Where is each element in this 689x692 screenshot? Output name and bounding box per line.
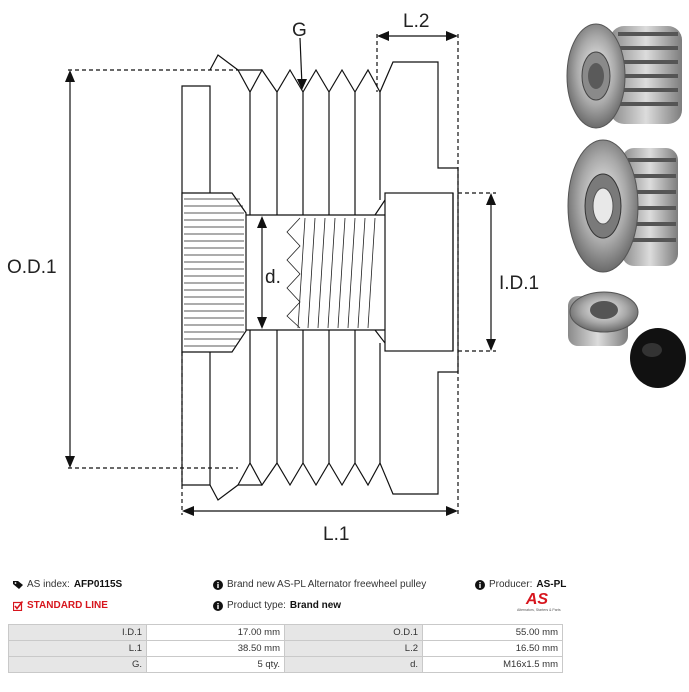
label-d: d. (265, 267, 281, 288)
spec-value: 5 qty. (146, 656, 285, 673)
spec-value: M16x1.5 mm (422, 656, 563, 673)
product-type-label: Product type: (227, 600, 286, 611)
spec-value: 55.00 mm (422, 624, 563, 641)
spec-value: 17.00 mm (146, 624, 285, 641)
producer-value: AS-PL (536, 579, 567, 590)
checkbox-check-icon (13, 600, 23, 611)
info-icon (475, 579, 485, 590)
spec-value: 38.50 mm (146, 640, 285, 657)
as-pl-logo: AS Alternators, Starters & Parts (517, 591, 561, 613)
product-type: Product type: Brand new (213, 600, 341, 611)
as-index-label: AS index: (27, 579, 70, 590)
label-od1: O.D.1 (7, 257, 57, 278)
label-l2: L.2 (403, 11, 429, 32)
table-row: I.D.1 17.00 mm O.D.1 55.00 mm (8, 624, 563, 641)
dimension-arrowheads (65, 31, 496, 516)
info-icon (213, 579, 223, 590)
table-row: G. 5 qty. d. M16x1.5 mm (8, 656, 563, 673)
label-g: G (292, 20, 307, 41)
product-description: Brand new AS-PL Alternator freewheel pul… (213, 579, 426, 590)
spec-label: L.1 (8, 640, 147, 657)
protective-cap-photo (630, 328, 686, 388)
label-id1: I.D.1 (499, 273, 539, 294)
pulley-outline (181, 54, 459, 501)
thread-hatch (286, 217, 376, 329)
spec-label: G. (8, 656, 147, 673)
spec-value: 16.50 mm (422, 640, 563, 657)
logo-tagline: Alternators, Starters & Parts (517, 608, 561, 612)
info-icon (213, 600, 223, 611)
table-row: L.1 38.50 mm L.2 16.50 mm (8, 640, 563, 657)
specs-table: I.D.1 17.00 mm O.D.1 55.00 mm L.1 38.50 … (8, 624, 563, 673)
spec-label: O.D.1 (284, 624, 423, 641)
producer: Producer: AS-PL (475, 579, 566, 590)
as-index-value: AFP0115S (73, 579, 123, 590)
spec-label: I.D.1 (8, 624, 147, 641)
standard-line: STANDARD LINE (13, 600, 108, 611)
label-l1: L.1 (323, 524, 349, 545)
description-text: Brand new AS-PL Alternator freewheel pul… (227, 579, 427, 590)
spec-label: L.2 (284, 640, 423, 657)
dimension-lines (68, 34, 496, 515)
logo-mark: AS (525, 591, 549, 608)
spec-label: d. (284, 656, 423, 673)
producer-label: Producer: (489, 579, 533, 590)
product-type-value: Brand new (289, 600, 342, 611)
pulley-photo-back (567, 139, 678, 273)
pulley-photo-front (566, 23, 682, 129)
hub-spline-hatch (184, 198, 244, 347)
as-index: AS index: AFP0115S (13, 579, 122, 590)
pulley-photo-side (568, 291, 639, 346)
tag-icon (13, 580, 23, 589)
standard-line-text: STANDARD LINE (27, 600, 108, 611)
technical-drawing: G L.2 O.D.1 d. I.D.1 L.1 (7, 11, 686, 545)
